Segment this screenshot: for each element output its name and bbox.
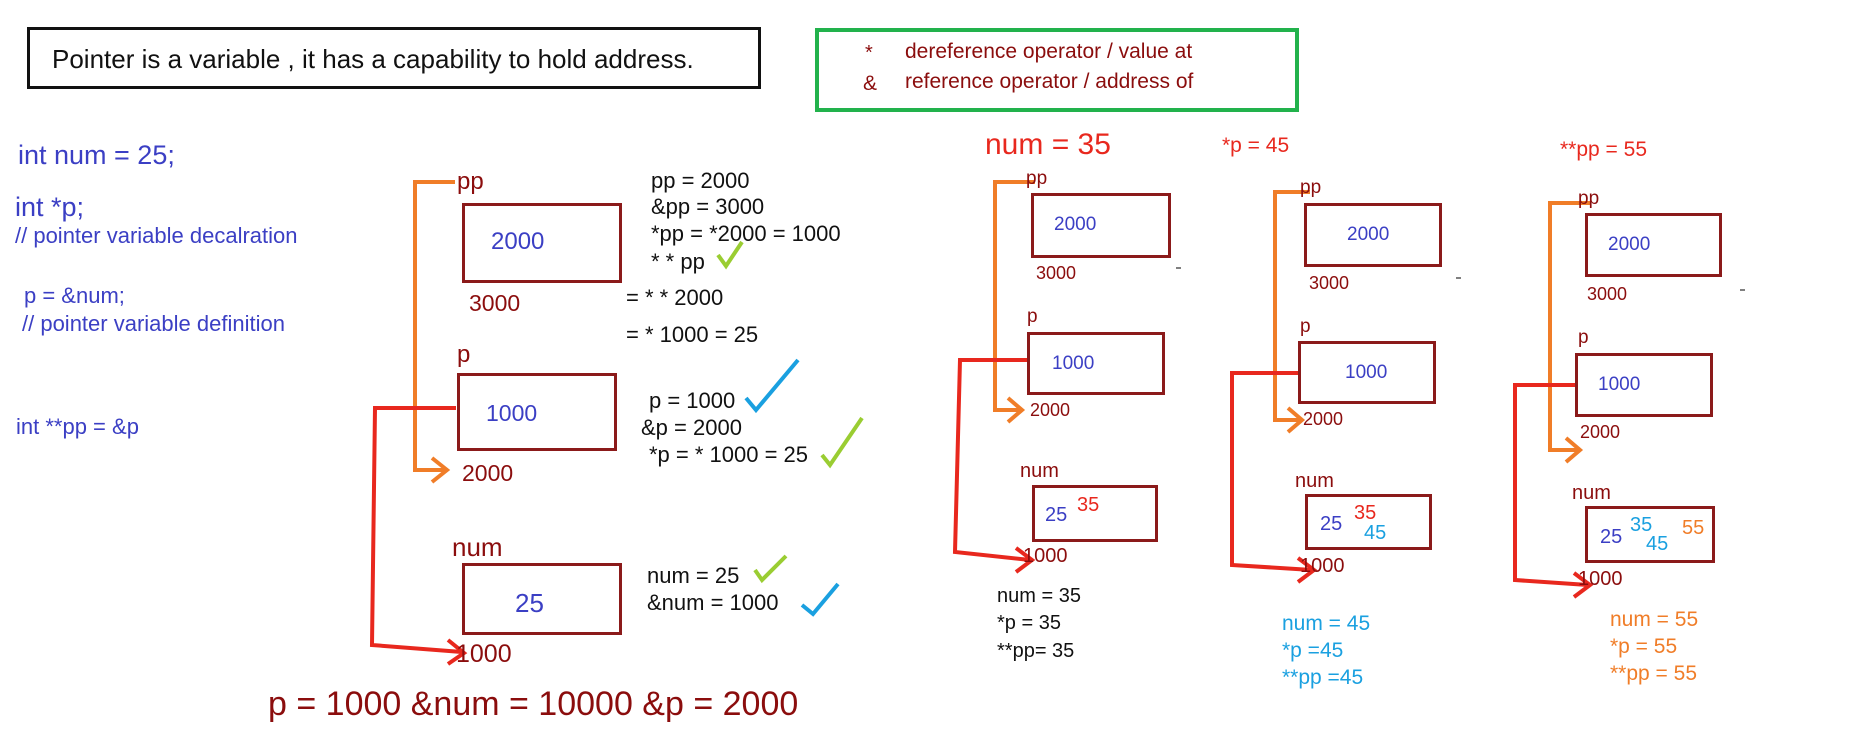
code-line-assign: p = &num; <box>24 283 125 308</box>
num-value: 25 <box>515 588 544 618</box>
panel2-pp-box: 2000 <box>1304 203 1442 267</box>
code-comment-declaration: // pointer variable decalration <box>15 223 298 248</box>
definition-box: Pointer is a variable , it has a capabil… <box>27 27 761 89</box>
panel1-p-address: 2000 <box>1030 400 1071 420</box>
panel3-num-new: 45 <box>1646 533 1669 555</box>
panel1-p-value: 1000 <box>1052 353 1095 374</box>
check-mark-icon <box>820 416 864 469</box>
pp-note: = * * 2000 <box>626 285 724 310</box>
pp-value: 2000 <box>491 228 545 255</box>
p-value: 1000 <box>486 400 538 426</box>
panel3-pp-name: pp <box>1578 188 1600 209</box>
panel3-p-value: 1000 <box>1598 374 1641 395</box>
num-box: 25 <box>462 563 622 635</box>
num-address: 1000 <box>456 640 512 668</box>
panel2-num-name: num <box>1295 470 1334 492</box>
panel3-p-address: 2000 <box>1580 422 1621 442</box>
pp-name: pp <box>457 168 484 195</box>
panel1-p-box: 1000 <box>1027 332 1165 395</box>
panel3-num-box: 25 35 45 55 <box>1585 506 1715 563</box>
pp-note: pp = 2000 <box>651 168 750 193</box>
check-mark-icon <box>744 358 800 414</box>
code-comment-definition: // pointer variable definition <box>22 311 285 336</box>
pp-note: &pp = 3000 <box>651 194 765 219</box>
panel3-pp-value: 2000 <box>1608 234 1651 255</box>
panel1-result: num = 35 <box>997 585 1081 607</box>
check-mark-icon <box>753 554 788 584</box>
p-box: 1000 <box>457 373 617 451</box>
panel3-pp-box: 2000 <box>1585 213 1722 277</box>
panel1-result: **pp= 35 <box>997 640 1075 662</box>
panel2-pp-name: pp <box>1300 177 1322 198</box>
panel3-pp-address: 3000 <box>1587 284 1628 304</box>
panel3-title: **pp = 55 <box>1560 138 1647 161</box>
panel2-title: *p = 45 <box>1222 134 1290 157</box>
panel1-num-old: 25 <box>1045 504 1068 526</box>
p-address: 2000 <box>462 460 514 486</box>
panel1-pp-name: pp <box>1026 168 1048 189</box>
panel2-pp-address: 3000 <box>1309 273 1350 293</box>
panel1-num-new: 35 <box>1077 494 1100 516</box>
panel1-pp-value: 2000 <box>1054 214 1097 235</box>
p-note: p = 1000 <box>649 388 736 413</box>
panel3-num-name: num <box>1572 482 1611 504</box>
definition-text: Pointer is a variable , it has a capabil… <box>52 44 694 74</box>
p-arrow <box>369 406 463 654</box>
panel2-num-box: 25 35 45 <box>1305 494 1432 550</box>
panel2-result: **pp =45 <box>1282 666 1364 689</box>
num-note: num = 25 <box>647 563 740 588</box>
panel2-pp-value: 2000 <box>1347 224 1390 245</box>
panel3-result: **pp = 55 <box>1610 662 1697 685</box>
pp-box: 2000 <box>462 203 622 283</box>
panel1-num-address: 1000 <box>1023 545 1068 567</box>
panel2-num-new: 35 <box>1354 502 1377 524</box>
panel3-result: num = 55 <box>1610 608 1699 631</box>
panel3-p-name: p <box>1578 327 1589 348</box>
panel1-title: num = 35 <box>985 128 1111 161</box>
pp-address: 3000 <box>469 290 521 316</box>
panel3-p-box: 1000 <box>1575 353 1713 417</box>
operators-box: * dereference operator / value at & refe… <box>815 28 1299 112</box>
code-line-num: int num = 25; <box>18 140 175 170</box>
panel2-p-address: 2000 <box>1303 409 1344 429</box>
pp-note: *pp = *2000 = 1000 <box>651 221 841 246</box>
panel1-pp-box: 2000 <box>1031 193 1171 258</box>
panel1-pp-address: 3000 <box>1036 263 1077 283</box>
panel1-num-name: num <box>1020 460 1059 482</box>
panel3-num-new: 35 <box>1630 514 1653 536</box>
panel2-num-address: 1000 <box>1300 555 1345 577</box>
deref-symbol: * <box>865 42 873 64</box>
ref-meaning: reference operator / address of <box>905 70 1194 93</box>
panel2-num-new: 45 <box>1364 522 1387 544</box>
ref-symbol: & <box>863 72 878 95</box>
footer-summary: p = 1000 &num = 10000 &p = 2000 <box>268 685 799 723</box>
panel1-num-box: 25 35 <box>1032 485 1158 542</box>
pp-note: * * pp <box>651 249 705 274</box>
num-name: num <box>452 532 503 562</box>
panel3-num-address: 1000 <box>1578 568 1623 590</box>
p-note: &p = 2000 <box>641 415 742 440</box>
p-note: *p = * 1000 = 25 <box>649 442 809 467</box>
panel1-p-name: p <box>1027 306 1038 327</box>
panel3-result: *p = 55 <box>1610 635 1678 658</box>
panel2-p-name: p <box>1300 316 1311 337</box>
panel2-result: *p =45 <box>1282 639 1344 662</box>
deref-meaning: dereference operator / value at <box>905 40 1193 63</box>
panel2-result: num = 45 <box>1282 612 1371 635</box>
code-line-p: int *p; <box>15 192 85 222</box>
panel2-p-box: 1000 <box>1298 341 1436 404</box>
panel3-num-new: 55 <box>1682 517 1705 539</box>
panel3-num-old: 25 <box>1600 526 1623 548</box>
panel2-num-old: 25 <box>1320 513 1343 535</box>
panel2-p-value: 1000 <box>1345 362 1388 383</box>
code-line-pp: int **pp = &p <box>16 414 139 439</box>
pp-note: = * 1000 = 25 <box>626 322 759 347</box>
pp-arrow <box>413 180 455 472</box>
p-name: p <box>457 341 471 368</box>
num-note: &num = 1000 <box>647 590 779 615</box>
panel1-result: *p = 35 <box>997 612 1061 634</box>
check-mark-icon <box>800 582 840 617</box>
